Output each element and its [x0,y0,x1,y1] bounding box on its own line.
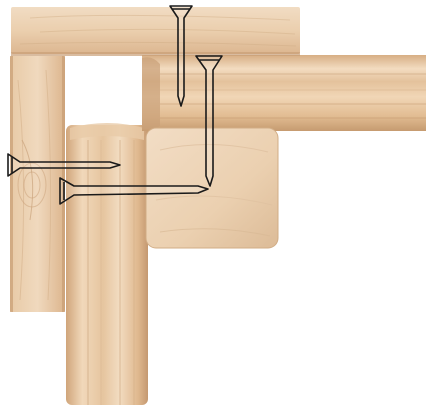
left-vertical-board [10,56,65,312]
top-horizontal-board [11,7,300,56]
